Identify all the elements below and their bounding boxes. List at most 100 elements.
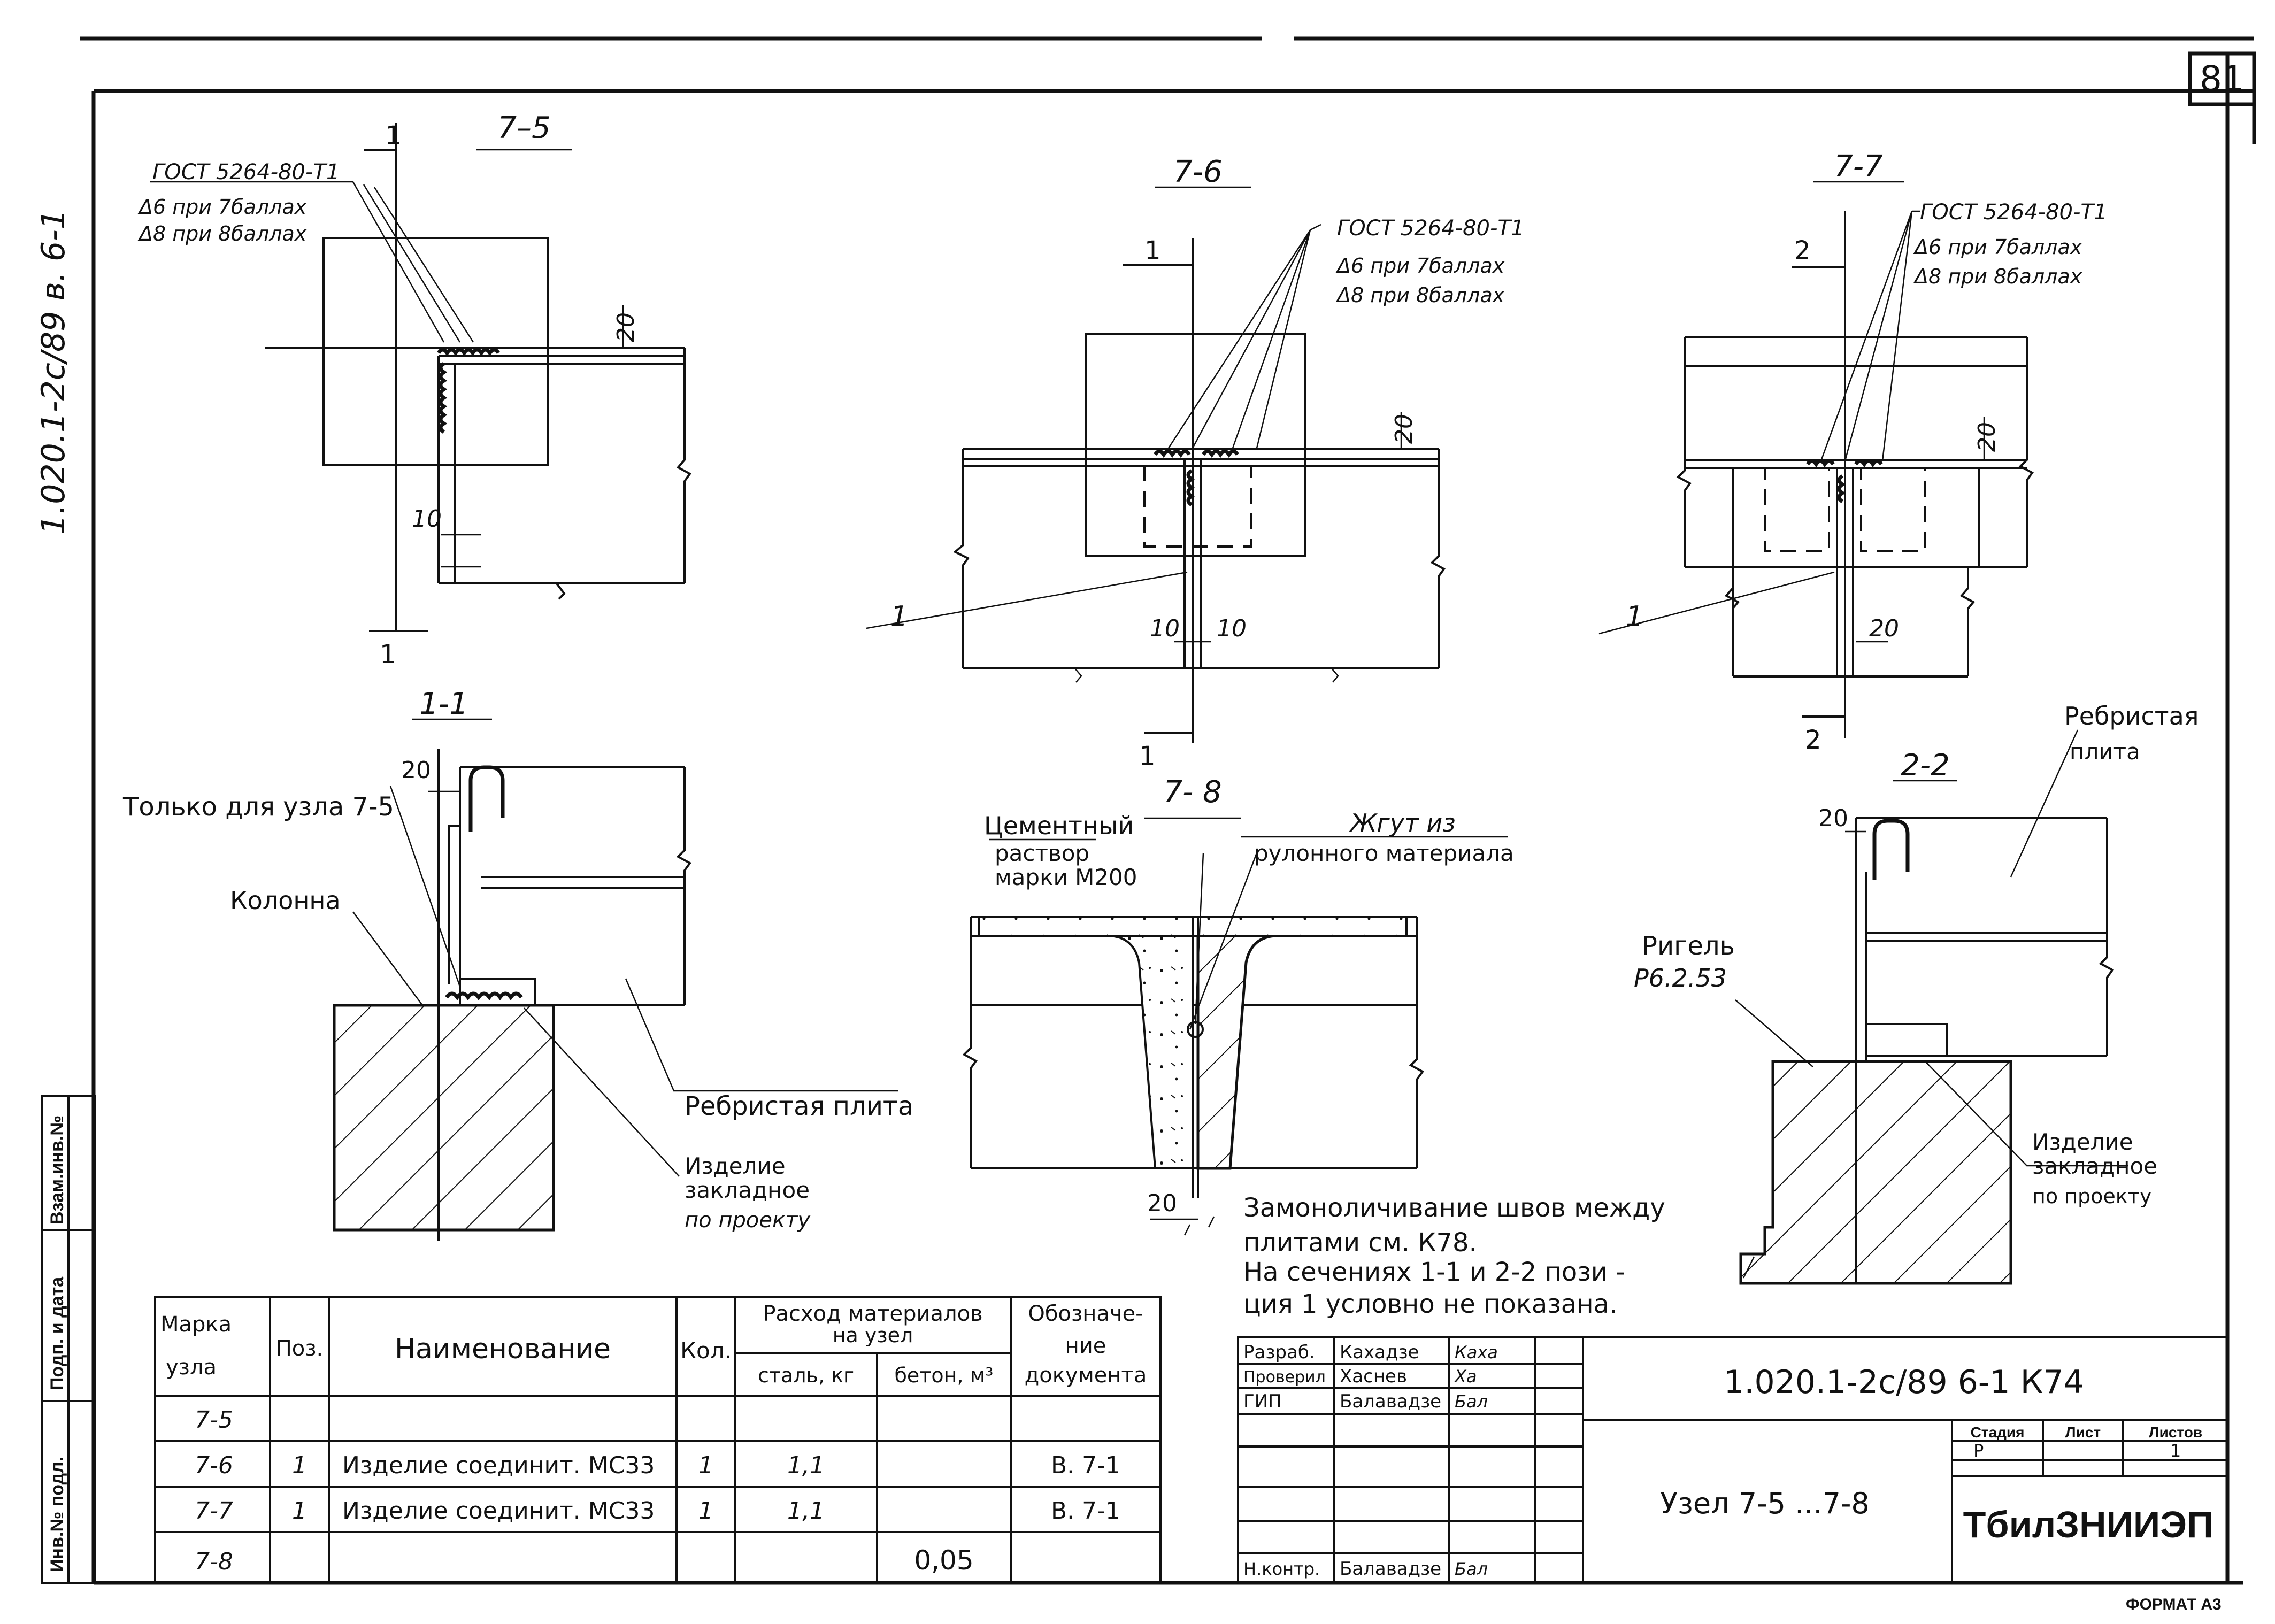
sheet-label: Лист [2065,1424,2101,1441]
section-2-2-drawing [1735,729,2128,1285]
th-mark-line2: узла [166,1355,217,1380]
girder-label-line2: Р6.2.53 [1634,964,1727,992]
section-2-2-dim-20: 20 [1818,805,1848,832]
section-1-1-dim-20: 20 [401,757,431,784]
th-designation-line3: документа [1025,1363,1147,1388]
embedded-label-2-2-line1: Изделие [2032,1129,2133,1155]
tb-role-2: Проверил [1243,1368,1326,1387]
node-7-6-weld-7: Δ6 при 7баллах [1335,254,1505,278]
node-7-7-weld-8: Δ8 при 8баллах [1913,265,2082,288]
node-7-5-title: 7–5 [497,111,550,145]
sheets-label: Листов [2149,1424,2202,1441]
node-7-7-weld-gost: ГОСТ 5264-80-Т1 [1920,200,2107,225]
node-7-7-section-mark-top: 2 [1794,236,1811,266]
node-7-8-title: 7- 8 [1163,775,1221,810]
organization-name: ТбилЗНИИЭП [1963,1504,2214,1545]
th-consumption-line1: Расход материалов [763,1302,982,1326]
tb-name-1: Кахадзе [1340,1342,1419,1363]
row-name: Изделие соединит. МС33 [342,1497,655,1525]
format-label: ФОРМАТ А3 [2126,1596,2222,1613]
node-7-6-title: 7-6 [1173,155,1222,189]
row-qty: 1 [698,1452,713,1479]
row-qty: 1 [698,1497,713,1525]
row-doc: В. 7-1 [1051,1452,1120,1479]
th-consumption-line2: на узел [833,1323,913,1347]
node-7-5-drawing [150,123,691,632]
node-7-8-dim-20: 20 [1147,1190,1177,1217]
tow-label-line1: Жгут из [1349,809,1456,837]
row-doc: В. 7-1 [1051,1497,1120,1525]
row-mark: 7-7 [195,1497,233,1525]
ribbed-slab-label-2-2-line2: плита [2070,738,2140,765]
node-7-6-section-mark-bottom: 1 [1139,741,1156,771]
side-code: 1.020.1-2с/89 в. 6-1 [35,209,72,535]
tb-sign-1: Каха [1455,1342,1498,1363]
row-concrete: 0,05 [914,1545,973,1576]
node-7-5-section-mark-top: 1 [385,121,402,151]
spec-row: 7-5 [195,1406,233,1434]
node-7-6-dim-10a: 10 [1150,615,1180,642]
tb-sign-7: Бал [1455,1559,1488,1579]
tb-role-7: Н.контр. [1243,1559,1320,1579]
note-line-1: Замоноличивание швов между [1243,1193,1665,1223]
tb-role-1: Разраб. [1243,1342,1315,1363]
mortar-label-line3: марки М200 [995,864,1137,890]
node-7-5-dim-10: 10 [412,505,442,533]
stage-label: Стадия [1971,1424,2025,1441]
only-for-node-7-5: Только для узла 7-5 [122,792,394,822]
node-7-6-drawing [866,186,1446,743]
th-steel: сталь, кг [758,1364,854,1387]
th-pos: Поз. [276,1336,324,1361]
node-7-5-dim-20: 20 [612,312,640,342]
node-7-7-section-mark-bottom: 2 [1805,725,1821,755]
embedded-label-2-2-line2: закладное [2032,1153,2157,1179]
mortar-label-line1: Цементный [984,811,1134,840]
row-mark: 7-5 [195,1406,233,1434]
node-7-8-drawing [962,817,1508,1236]
row-pos: 1 [292,1452,307,1479]
th-designation-line1: Обозначе- [1028,1302,1143,1326]
th-qty: Кол. [680,1337,732,1364]
section-1-1-drawing [333,718,898,1241]
node-7-6-weld-8: Δ8 при 8баллах [1335,283,1505,307]
tb-sign-2: Ха [1454,1366,1477,1387]
spec-table-grid [154,1296,1162,1584]
stamp-inv-orig: Инв.№ подл. [47,1457,67,1572]
side-stamp [41,1095,96,1584]
th-concrete: бетон, м³ [894,1364,993,1387]
section-2-2-title: 2-2 [1901,748,1949,783]
node-7-7-dim-20-horizontal: 20 [1869,615,1899,642]
node-7-7-dim-20-vertical: 20 [1973,422,2001,452]
node-7-5-weld-gost: ГОСТ 5264-80-Т1 [152,160,340,184]
node-7-6-pos-1: 1 [890,601,908,633]
node-7-6-section-mark-top: 1 [1144,236,1161,266]
ribbed-slab-label-2-2-line1: Ребристая [2064,702,2199,730]
tb-name-2: Хаснев [1340,1366,1407,1387]
tb-name-7: Балавадзе [1340,1558,1441,1580]
embedded-label-1-1-line3: по проекту [685,1208,811,1233]
node-7-5-weld-8: Δ8 при 8баллах [137,222,307,245]
girder-label-line1: Ригель [1642,931,1735,961]
note-line-2: плитами см. К78. [1243,1228,1477,1258]
section-1-1-title: 1-1 [419,687,468,721]
note-line-3: На сечениях 1-1 и 2-2 пози - [1243,1257,1625,1287]
sheets-value: 1 [2170,1441,2181,1461]
embedded-label-1-1-line1: Изделие [685,1153,786,1179]
row-steel: 1,1 [787,1452,825,1479]
document-code: 1.020.1-2с/89 6-1 К74 [1724,1364,2084,1401]
mortar-label-line2: раствор [995,840,1089,866]
spec-row: 7-6 1 Изделие соединит. МС33 1 1,1 В. 7-… [195,1452,1120,1479]
tb-sign-3: Бал [1455,1391,1488,1412]
row-mark: 7-8 [195,1548,233,1575]
row-steel: 1,1 [787,1497,825,1525]
embedded-label-2-2-line3: по проекту [2032,1184,2151,1208]
stage-value: Р [1973,1441,1984,1461]
embedded-label-1-1-line2: закладное [685,1177,810,1203]
tb-name-3: Балавадзе [1340,1391,1441,1412]
ribbed-slab-label-1-1: Ребристая плита [685,1091,913,1121]
row-pos: 1 [292,1497,307,1525]
stamp-sign-date: Подп. и дата [47,1276,67,1390]
tow-label-line2: рулонного материала [1254,840,1514,866]
th-name: Наименование [395,1333,611,1365]
